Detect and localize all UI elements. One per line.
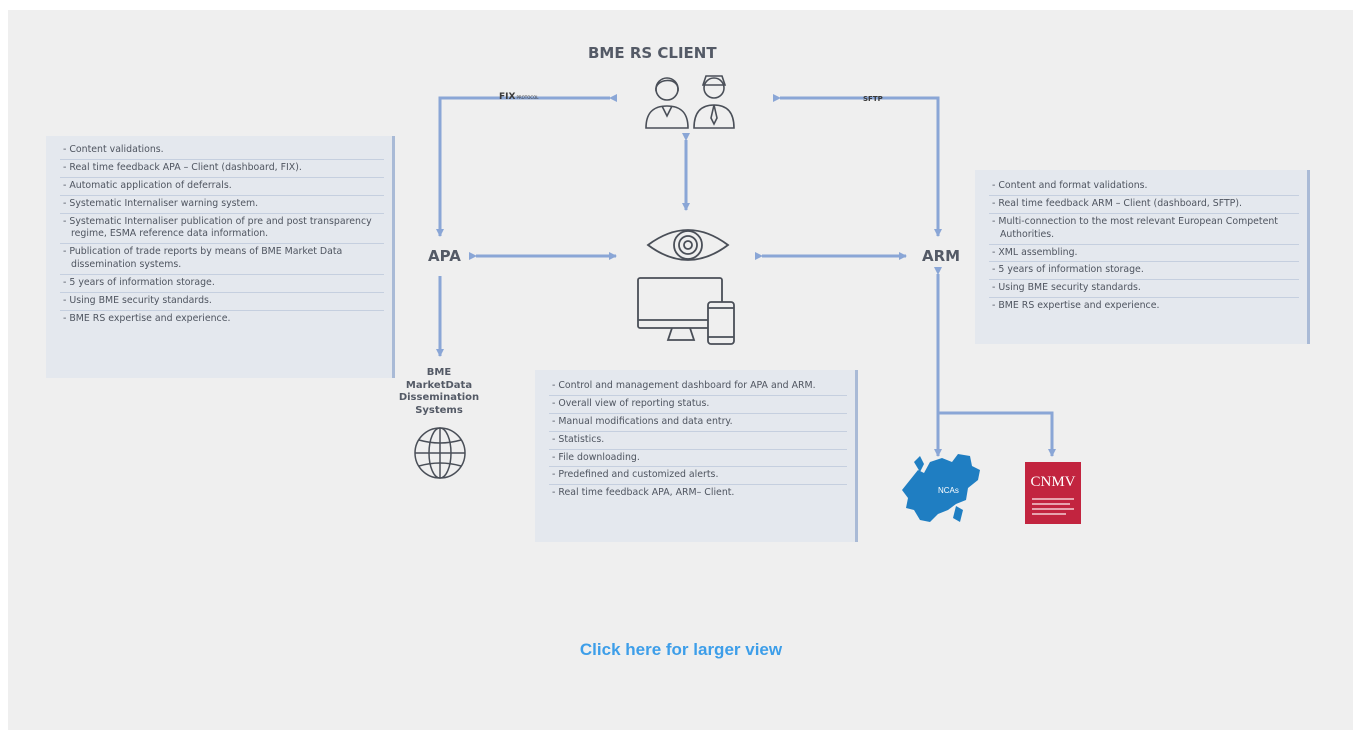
apa-label: APA	[428, 247, 461, 265]
sftp-label: SFTP	[863, 95, 883, 103]
apa-feature-item: Systematic Internaliser warning system.	[60, 196, 384, 214]
eye-icon	[646, 229, 730, 261]
dashboard-features-box: Control and management dashboard for APA…	[535, 370, 858, 542]
arm-feature-item: Using BME security standards.	[989, 280, 1299, 299]
dashboard-features-list: Control and management dashboard for APA…	[549, 378, 847, 502]
mdds-label-line: BME	[426, 367, 452, 378]
arm-features-list: Content and format validations. Real tim…	[989, 178, 1299, 315]
dashboard-feature-item: Predefined and customized alerts.	[549, 467, 847, 486]
diagram-canvas: Content validations. Real time feedback …	[8, 10, 1353, 730]
dashboard-feature-item: Control and management dashboard for APA…	[549, 378, 847, 396]
monitor-phone-icon	[637, 277, 735, 345]
dashboard-feature-item: Statistics.	[549, 432, 847, 450]
mdds-label: BME MarketData Dissemination Systems	[394, 367, 484, 417]
fix-connector-arrow	[436, 94, 617, 237]
architecture-diagram	[414, 75, 1056, 522]
apa-feature-item: Automatic application of deferrals.	[60, 178, 384, 196]
arm-cnmv-arrow	[938, 411, 1056, 457]
europe-ncas-logo	[902, 454, 980, 522]
apa-feature-item: Systematic Internaliser publication of p…	[60, 214, 384, 245]
fix-label: FIX	[499, 92, 516, 102]
arm-feature-item: Real time feedback ARM – Client (dashboa…	[989, 196, 1299, 214]
apa-feature-item: Using BME security standards.	[60, 293, 384, 311]
client-title: BME RS CLIENT	[588, 44, 717, 62]
fix-protocol-sub: PROTOCOL	[516, 95, 539, 100]
arm-feature-item: XML assembling.	[989, 245, 1299, 263]
dashboard-feature-item: Manual modifications and data entry.	[549, 414, 847, 432]
arm-feature-item: BME RS expertise and experience.	[989, 298, 1299, 315]
cnmv-logo-line	[1032, 508, 1074, 510]
dashboard-feature-item: Overall view of reporting status.	[549, 396, 847, 414]
arm-label: ARM	[922, 247, 961, 265]
cnmv-logo-text: CNMV	[1030, 474, 1076, 490]
cnmv-logo: CNMV	[1025, 462, 1081, 524]
cnmv-logo-line	[1032, 513, 1066, 515]
sftp-connector-arrow	[773, 94, 942, 237]
arm-feature-item: Multi-connection to the most relevant Eu…	[989, 214, 1299, 245]
apa-feature-item: Publication of trade reports by means of…	[60, 244, 384, 275]
dashboard-feature-item: Real time feedback APA, ARM– Client.	[549, 485, 847, 502]
globe-icon	[414, 427, 466, 479]
mdds-label-line: Dissemination	[398, 392, 480, 403]
apa-features-box: Content validations. Real time feedback …	[46, 136, 395, 378]
fix-protocol-label: FIXPROTOCOL	[499, 92, 539, 102]
mdds-label-line: Systems	[415, 404, 463, 416]
arm-feature-item: Content and format validations.	[989, 178, 1299, 196]
client-people-icon	[645, 75, 735, 129]
cnmv-logo-line	[1032, 503, 1070, 505]
arm-feature-item: 5 years of information storage.	[989, 262, 1299, 281]
cnmv-logo-line	[1032, 498, 1074, 500]
ncas-label: NCAs	[938, 486, 959, 495]
apa-features-list: Content validations. Real time feedback …	[60, 142, 384, 328]
mdds-label-line: MarketData	[405, 379, 473, 391]
apa-feature-item: 5 years of information storage.	[60, 275, 384, 293]
arm-features-box: Content and format validations. Real tim…	[975, 170, 1310, 344]
apa-feature-item: BME RS expertise and experience.	[60, 311, 384, 328]
apa-feature-item: Real time feedback APA – Client (dashboa…	[60, 160, 384, 178]
dashboard-feature-item: File downloading.	[549, 450, 847, 468]
larger-view-link[interactable]: Click here for larger view	[579, 640, 783, 659]
apa-feature-item: Content validations.	[60, 142, 384, 160]
